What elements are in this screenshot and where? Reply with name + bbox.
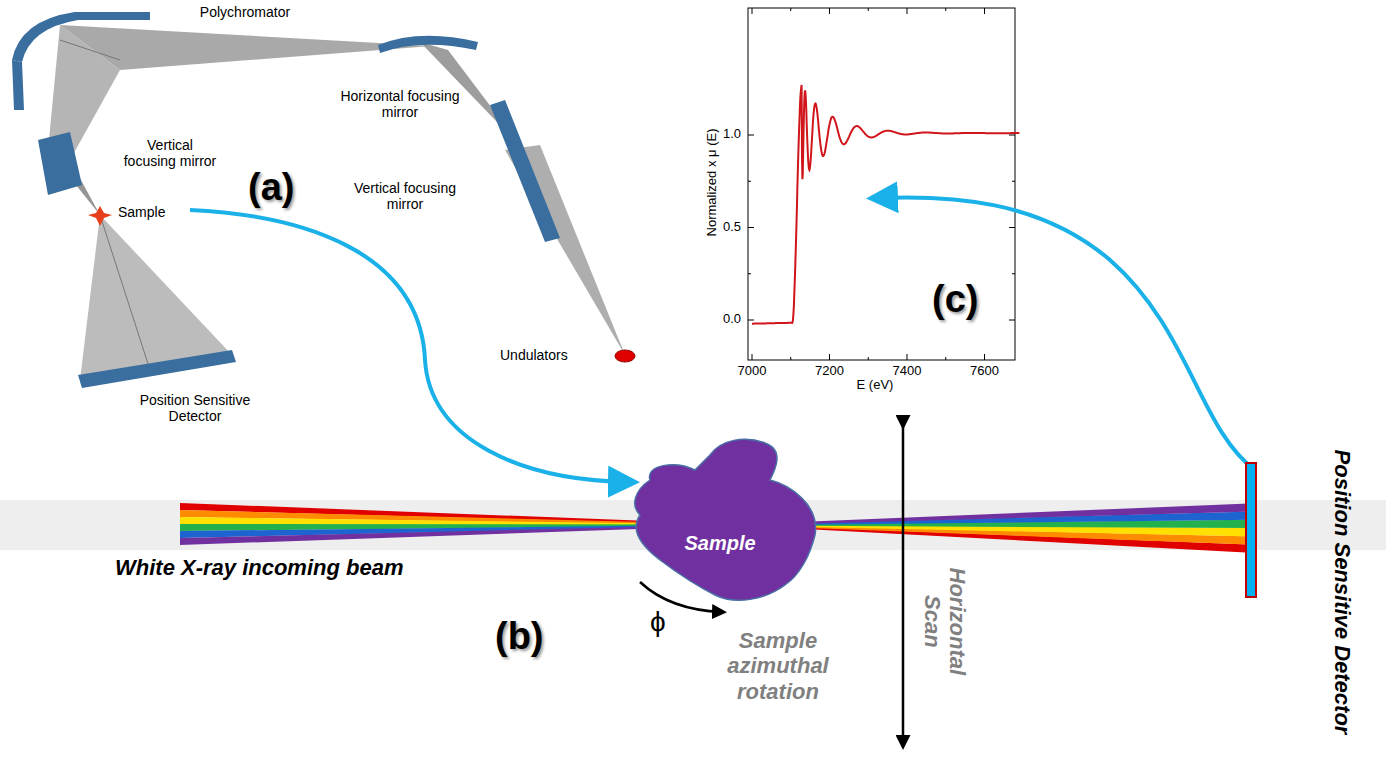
text-label: ϕ (650, 606, 680, 638)
scan-arrow (902, 425, 905, 745)
text-label: Horizontal Scan (920, 546, 971, 696)
text-label: 7600 (960, 364, 1010, 379)
text-label: Sample (118, 204, 188, 220)
text-label: 0.5 (705, 220, 741, 235)
link-arrow (878, 197, 1255, 470)
text-label: Sample azimuthal rotation (718, 628, 838, 704)
text-label: Horizontal focusing mirror (335, 88, 465, 120)
text-label: White X-ray incoming beam (115, 555, 445, 580)
text-label: 1.0 (705, 127, 741, 142)
text-label: Polychromator (190, 4, 300, 20)
text-label: Undulators (500, 347, 610, 363)
detector-label: Position Sensitive Detector (1329, 450, 1355, 735)
sample-blob: Sample (625, 435, 825, 605)
sample-label: Sample (684, 532, 755, 555)
panel-label: (a) (248, 166, 328, 210)
text-label: Position Sensitive Detector (120, 392, 270, 424)
text-label: 7200 (805, 364, 855, 379)
text-label: 7000 (727, 364, 777, 379)
text-label: Normalized x μ (E) (705, 82, 720, 282)
panel-label: (b) (495, 615, 575, 659)
text-label: E (eV) (840, 378, 910, 393)
panel-label: (c) (932, 278, 1012, 322)
xas-plot (748, 8, 1019, 360)
link-arrow (190, 210, 628, 482)
text-label: Vertical focusing mirror (350, 180, 460, 212)
detector-bar: Position Sensitive Detector (1245, 462, 1257, 598)
beamline-schematic (12, 12, 635, 388)
text-label: Vertical focusing mirror (120, 137, 220, 169)
text-label: 7400 (882, 364, 932, 379)
text-label: 0.0 (705, 312, 741, 327)
